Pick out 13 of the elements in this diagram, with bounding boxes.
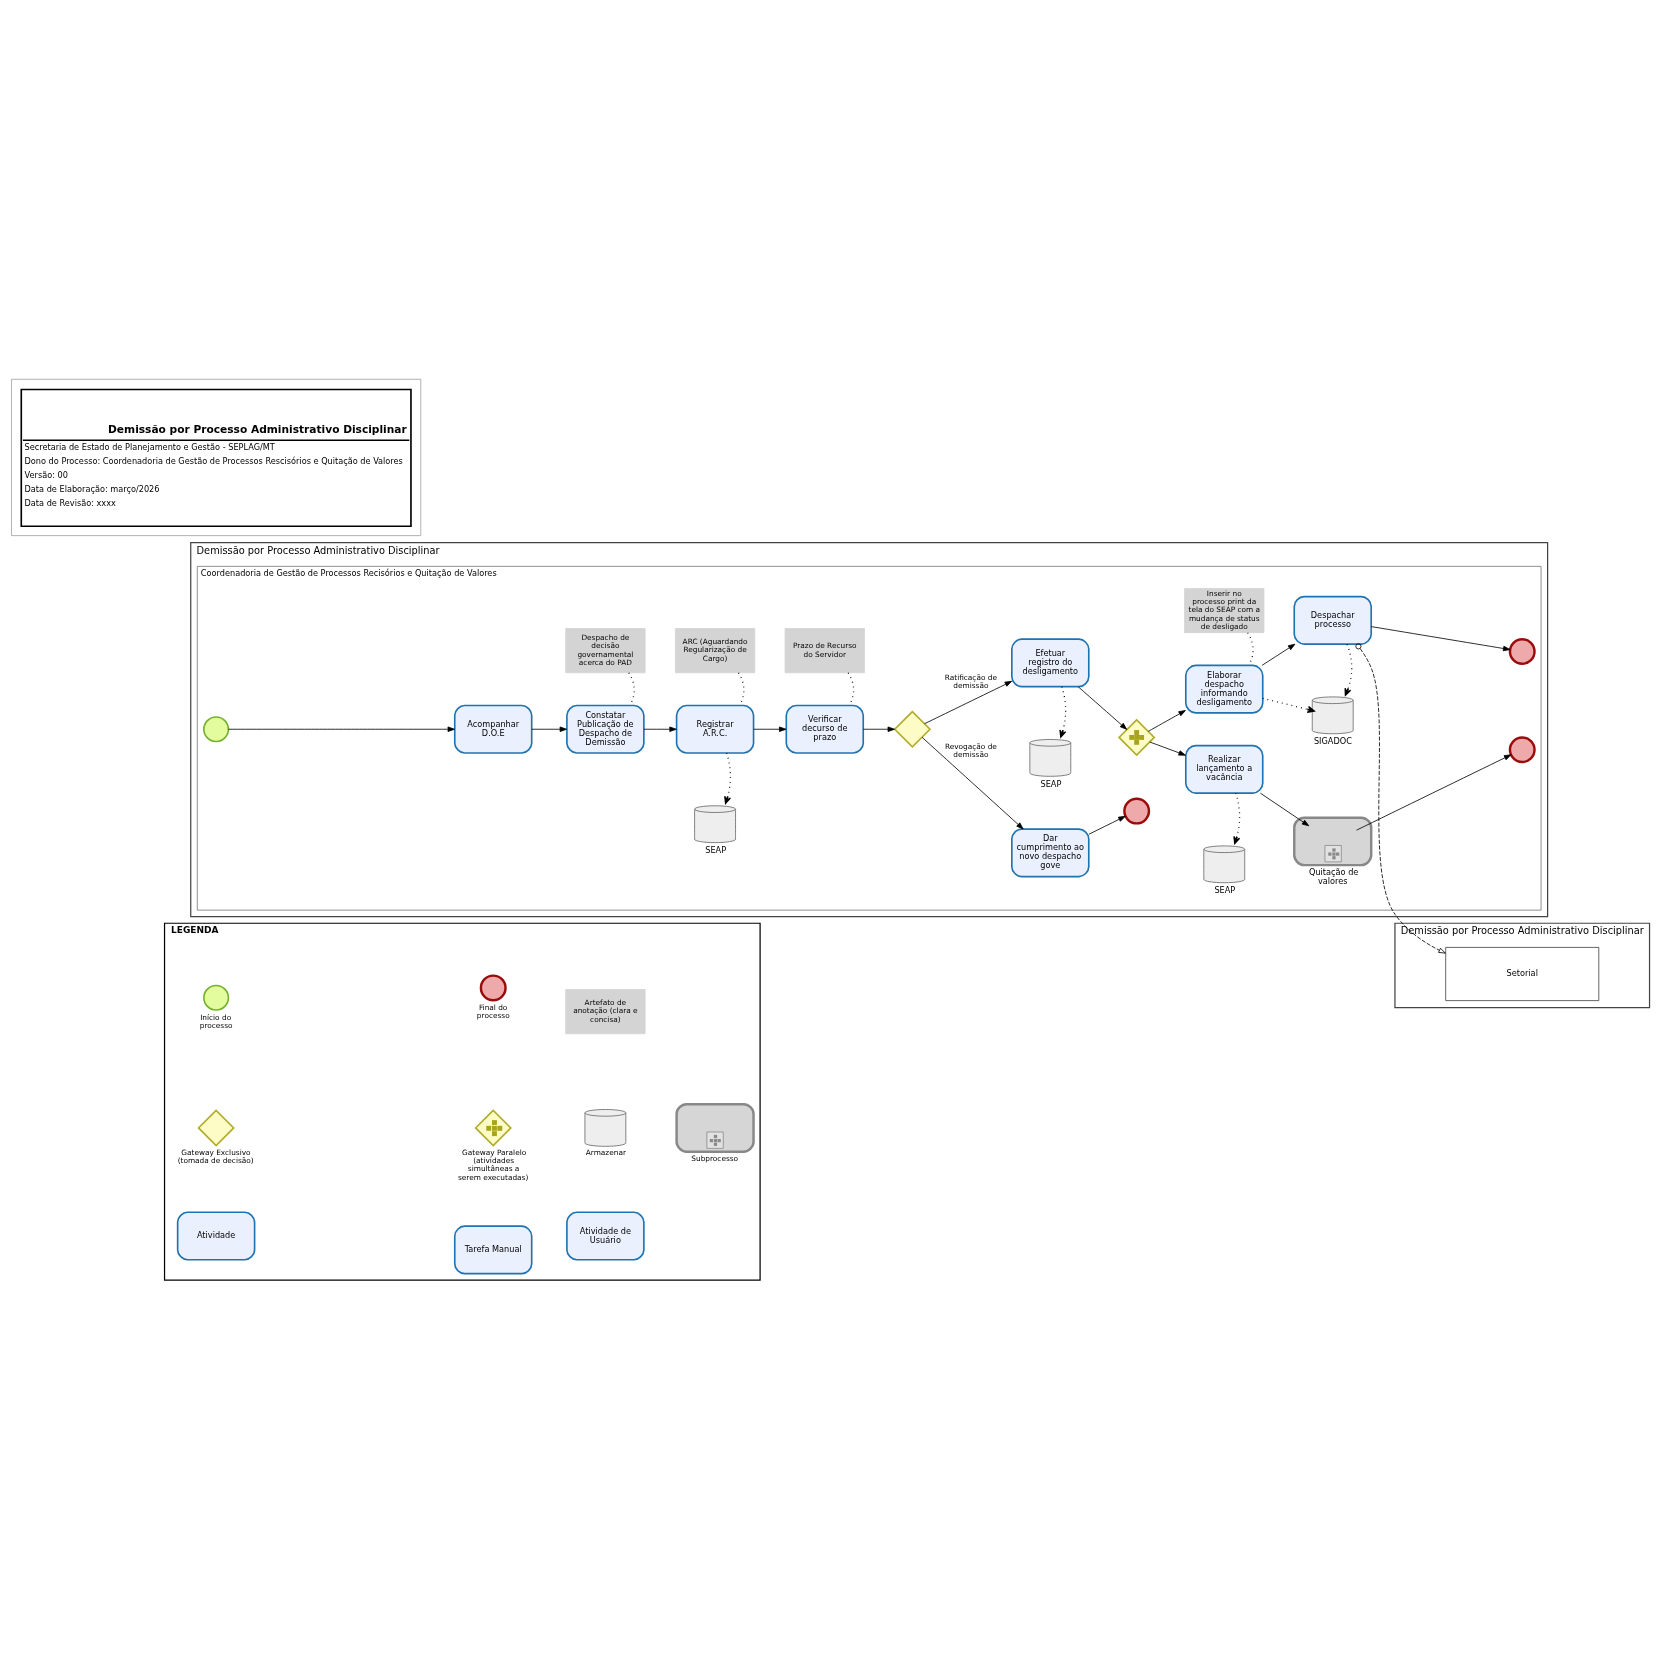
node-label: Final do processo bbox=[476, 1003, 510, 1021]
edge-label: Revogação de demissão bbox=[944, 742, 997, 760]
node-label: Quitação de valores bbox=[1308, 866, 1359, 886]
node-label: Subprocesso bbox=[691, 1153, 739, 1163]
node-label: SEAP bbox=[1040, 778, 1062, 789]
node-label: Armazenar bbox=[585, 1148, 626, 1158]
node-label: Gateway Exclusivo (tomada de decisão) bbox=[177, 1148, 254, 1166]
node-label: Gateway Paralelo (atividades simultâneas a serem executadas) bbox=[458, 1148, 529, 1182]
node-label: SEAP bbox=[1214, 884, 1236, 895]
node-label: SIGADOC bbox=[1313, 735, 1352, 746]
node-label: SEAP bbox=[705, 844, 727, 855]
node-label: Início do processo bbox=[199, 1013, 233, 1031]
edge-label: Ratificação de demissão bbox=[944, 673, 997, 691]
